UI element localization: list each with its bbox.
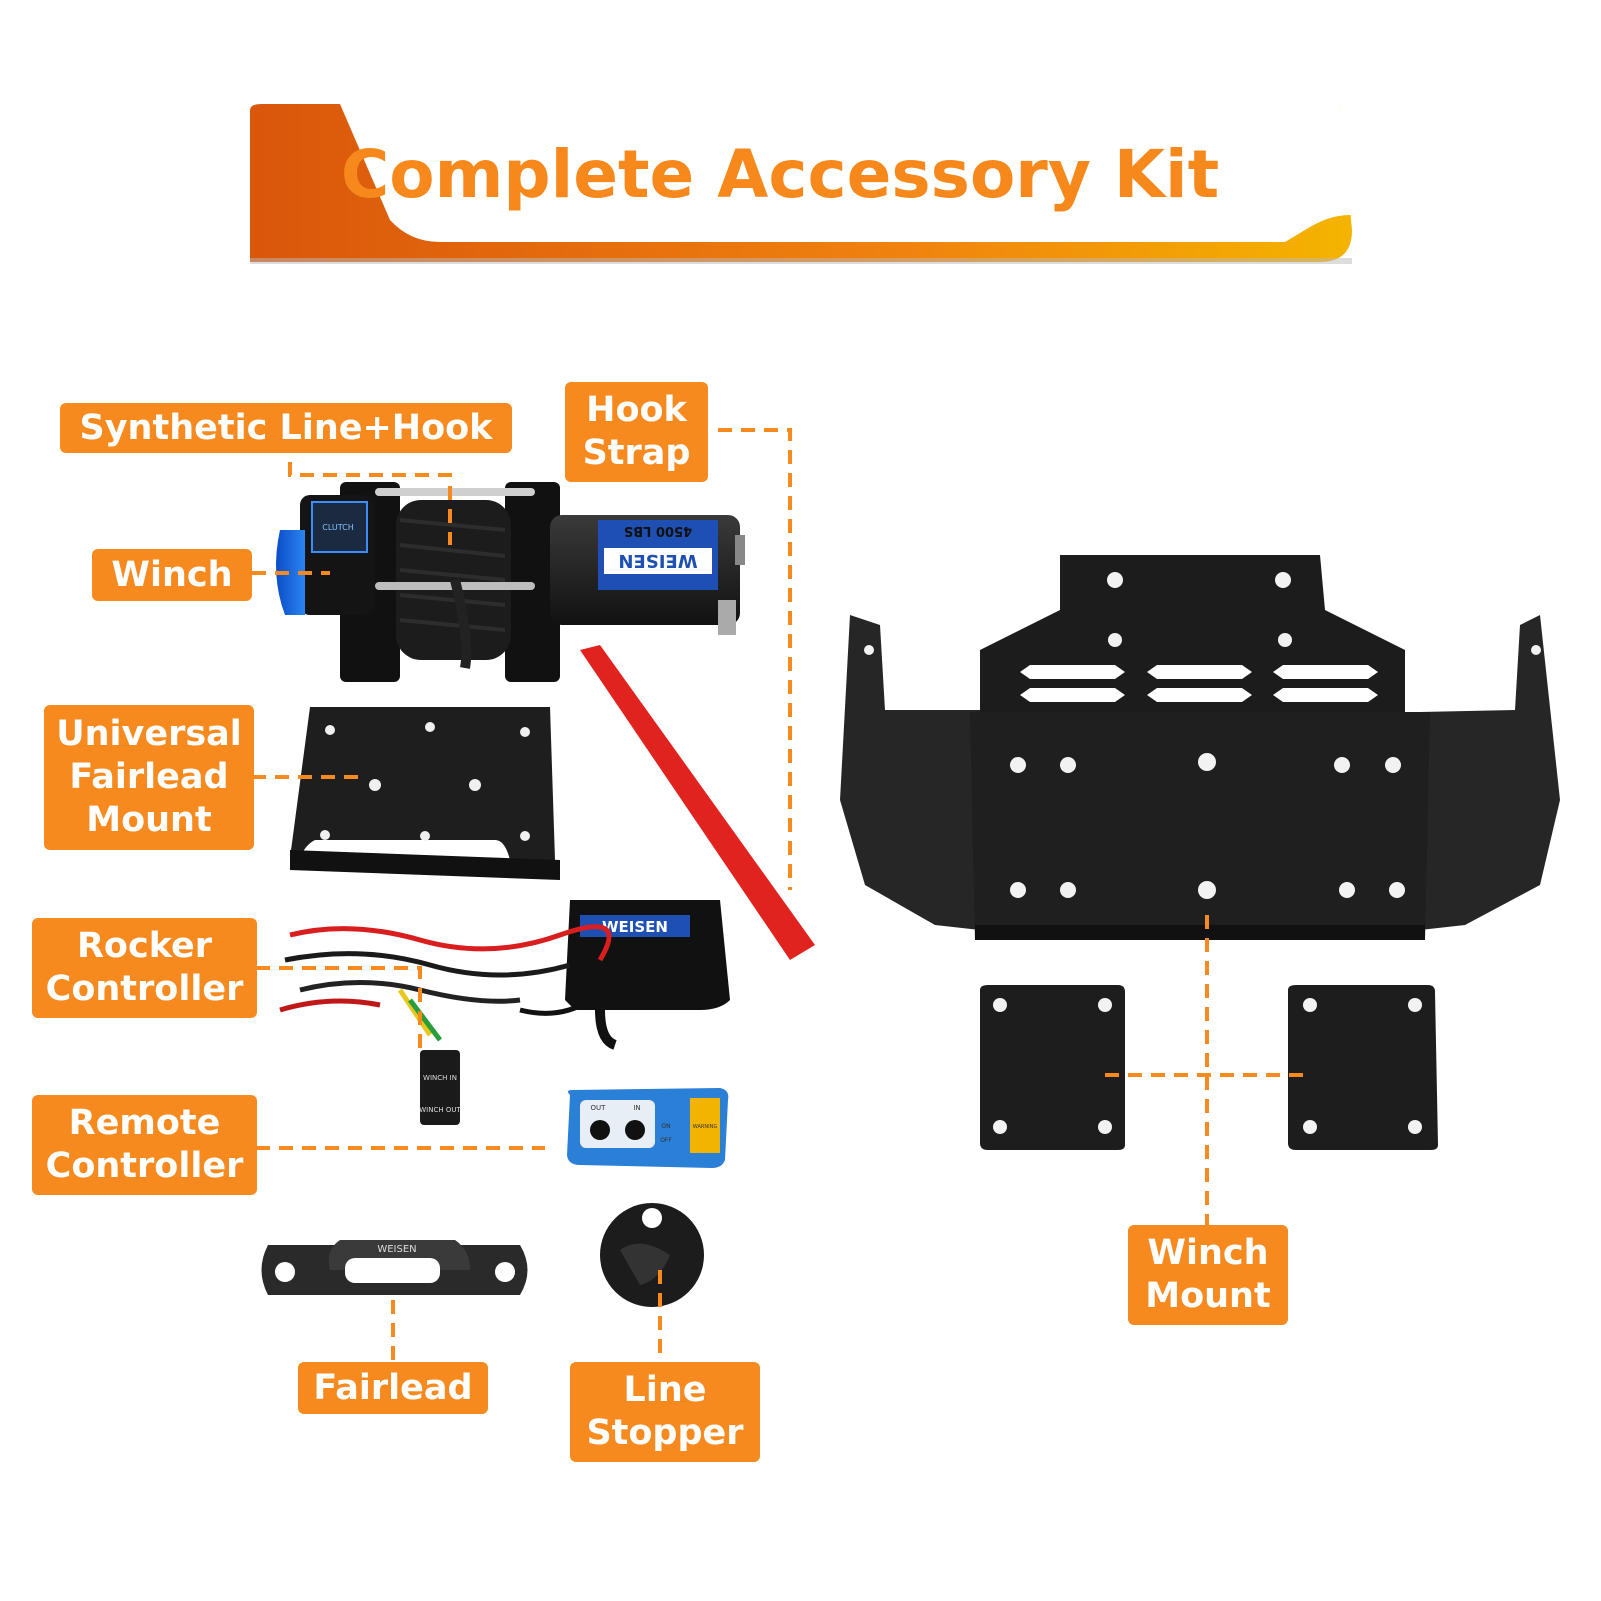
switch-in-text: WINCH IN <box>423 1074 457 1082</box>
label-remote-controller: Remote Controller <box>32 1095 257 1195</box>
label-remote-line2: Controller <box>45 1146 244 1186</box>
control-box-image: WEISEN <box>565 900 730 1050</box>
winch-image: WEISEN 4500 LBS CLUTCH <box>276 482 745 682</box>
remote-warning-text: WARNING <box>693 1124 718 1130</box>
line-stopper-image <box>600 1203 704 1307</box>
remote-image: OUT IN WARNING ON OFF <box>567 1088 729 1168</box>
label-winch: Winch <box>92 549 252 601</box>
fairlead-image: WEISEN <box>261 1240 528 1295</box>
label-hook-strap-line1: Hook <box>586 390 687 430</box>
remote-in-text: IN <box>633 1104 640 1112</box>
label-rocker-line2: Controller <box>45 969 244 1009</box>
label-winch-mount-line2: Mount <box>1145 1276 1271 1316</box>
page-title: Complete Accessory Kit <box>340 136 1220 213</box>
leader-lines <box>252 428 1310 1362</box>
remote-off-text: OFF <box>660 1137 672 1144</box>
label-winch-mount: Winch Mount <box>1128 1225 1288 1325</box>
label-hook-strap: Hook Strap <box>565 382 708 482</box>
label-line-stopper-line2: Stopper <box>586 1413 744 1453</box>
label-line-stopper-line1: Line <box>623 1370 707 1410</box>
remote-out-text: OUT <box>591 1104 607 1112</box>
label-hook-strap-line2: Strap <box>582 433 691 473</box>
winch-mount-image <box>840 555 1560 940</box>
label-winch-mount-line1: Winch <box>1147 1233 1269 1273</box>
remote-on-text: ON <box>661 1123 670 1130</box>
label-line-stopper: Line Stopper <box>570 1362 760 1462</box>
winch-capacity-text: 4500 LBS <box>624 523 692 538</box>
clutch-text: CLUTCH <box>322 523 354 532</box>
label-winch-text: Winch <box>111 554 233 595</box>
label-universal-fairlead-mount: Universal Fairlead Mount <box>44 705 254 850</box>
box-brand-text: WEISEN <box>602 918 668 936</box>
label-rocker-line1: Rocker <box>76 926 213 966</box>
spacer-plate-image <box>980 985 1438 1150</box>
label-fairlead-text: Fairlead <box>313 1367 473 1408</box>
label-ufm-line1: Universal <box>56 714 242 754</box>
title-banner <box>250 104 1352 264</box>
label-synthetic-line-hook-text: Synthetic Line+Hook <box>79 407 493 448</box>
label-ufm-line3: Mount <box>86 800 212 840</box>
wiring-harness-image <box>279 924 612 1042</box>
label-fairlead: Fairlead <box>298 1362 488 1414</box>
switch-out-text: WINCH OUT <box>419 1106 461 1114</box>
winch-brand-text: WEISEN <box>618 550 697 571</box>
label-rocker-controller: Rocker Controller <box>32 918 257 1018</box>
hook-strap-image <box>580 645 815 960</box>
label-remote-line1: Remote <box>68 1103 221 1143</box>
label-synthetic-line-hook: Synthetic Line+Hook <box>60 403 512 453</box>
label-ufm-line2: Fairlead <box>69 757 229 797</box>
fairlead-mount-plate-image <box>290 707 560 880</box>
fairlead-brand-text: WEISEN <box>377 1244 416 1255</box>
rocker-switch-image: WINCH IN WINCH OUT <box>419 1050 461 1125</box>
